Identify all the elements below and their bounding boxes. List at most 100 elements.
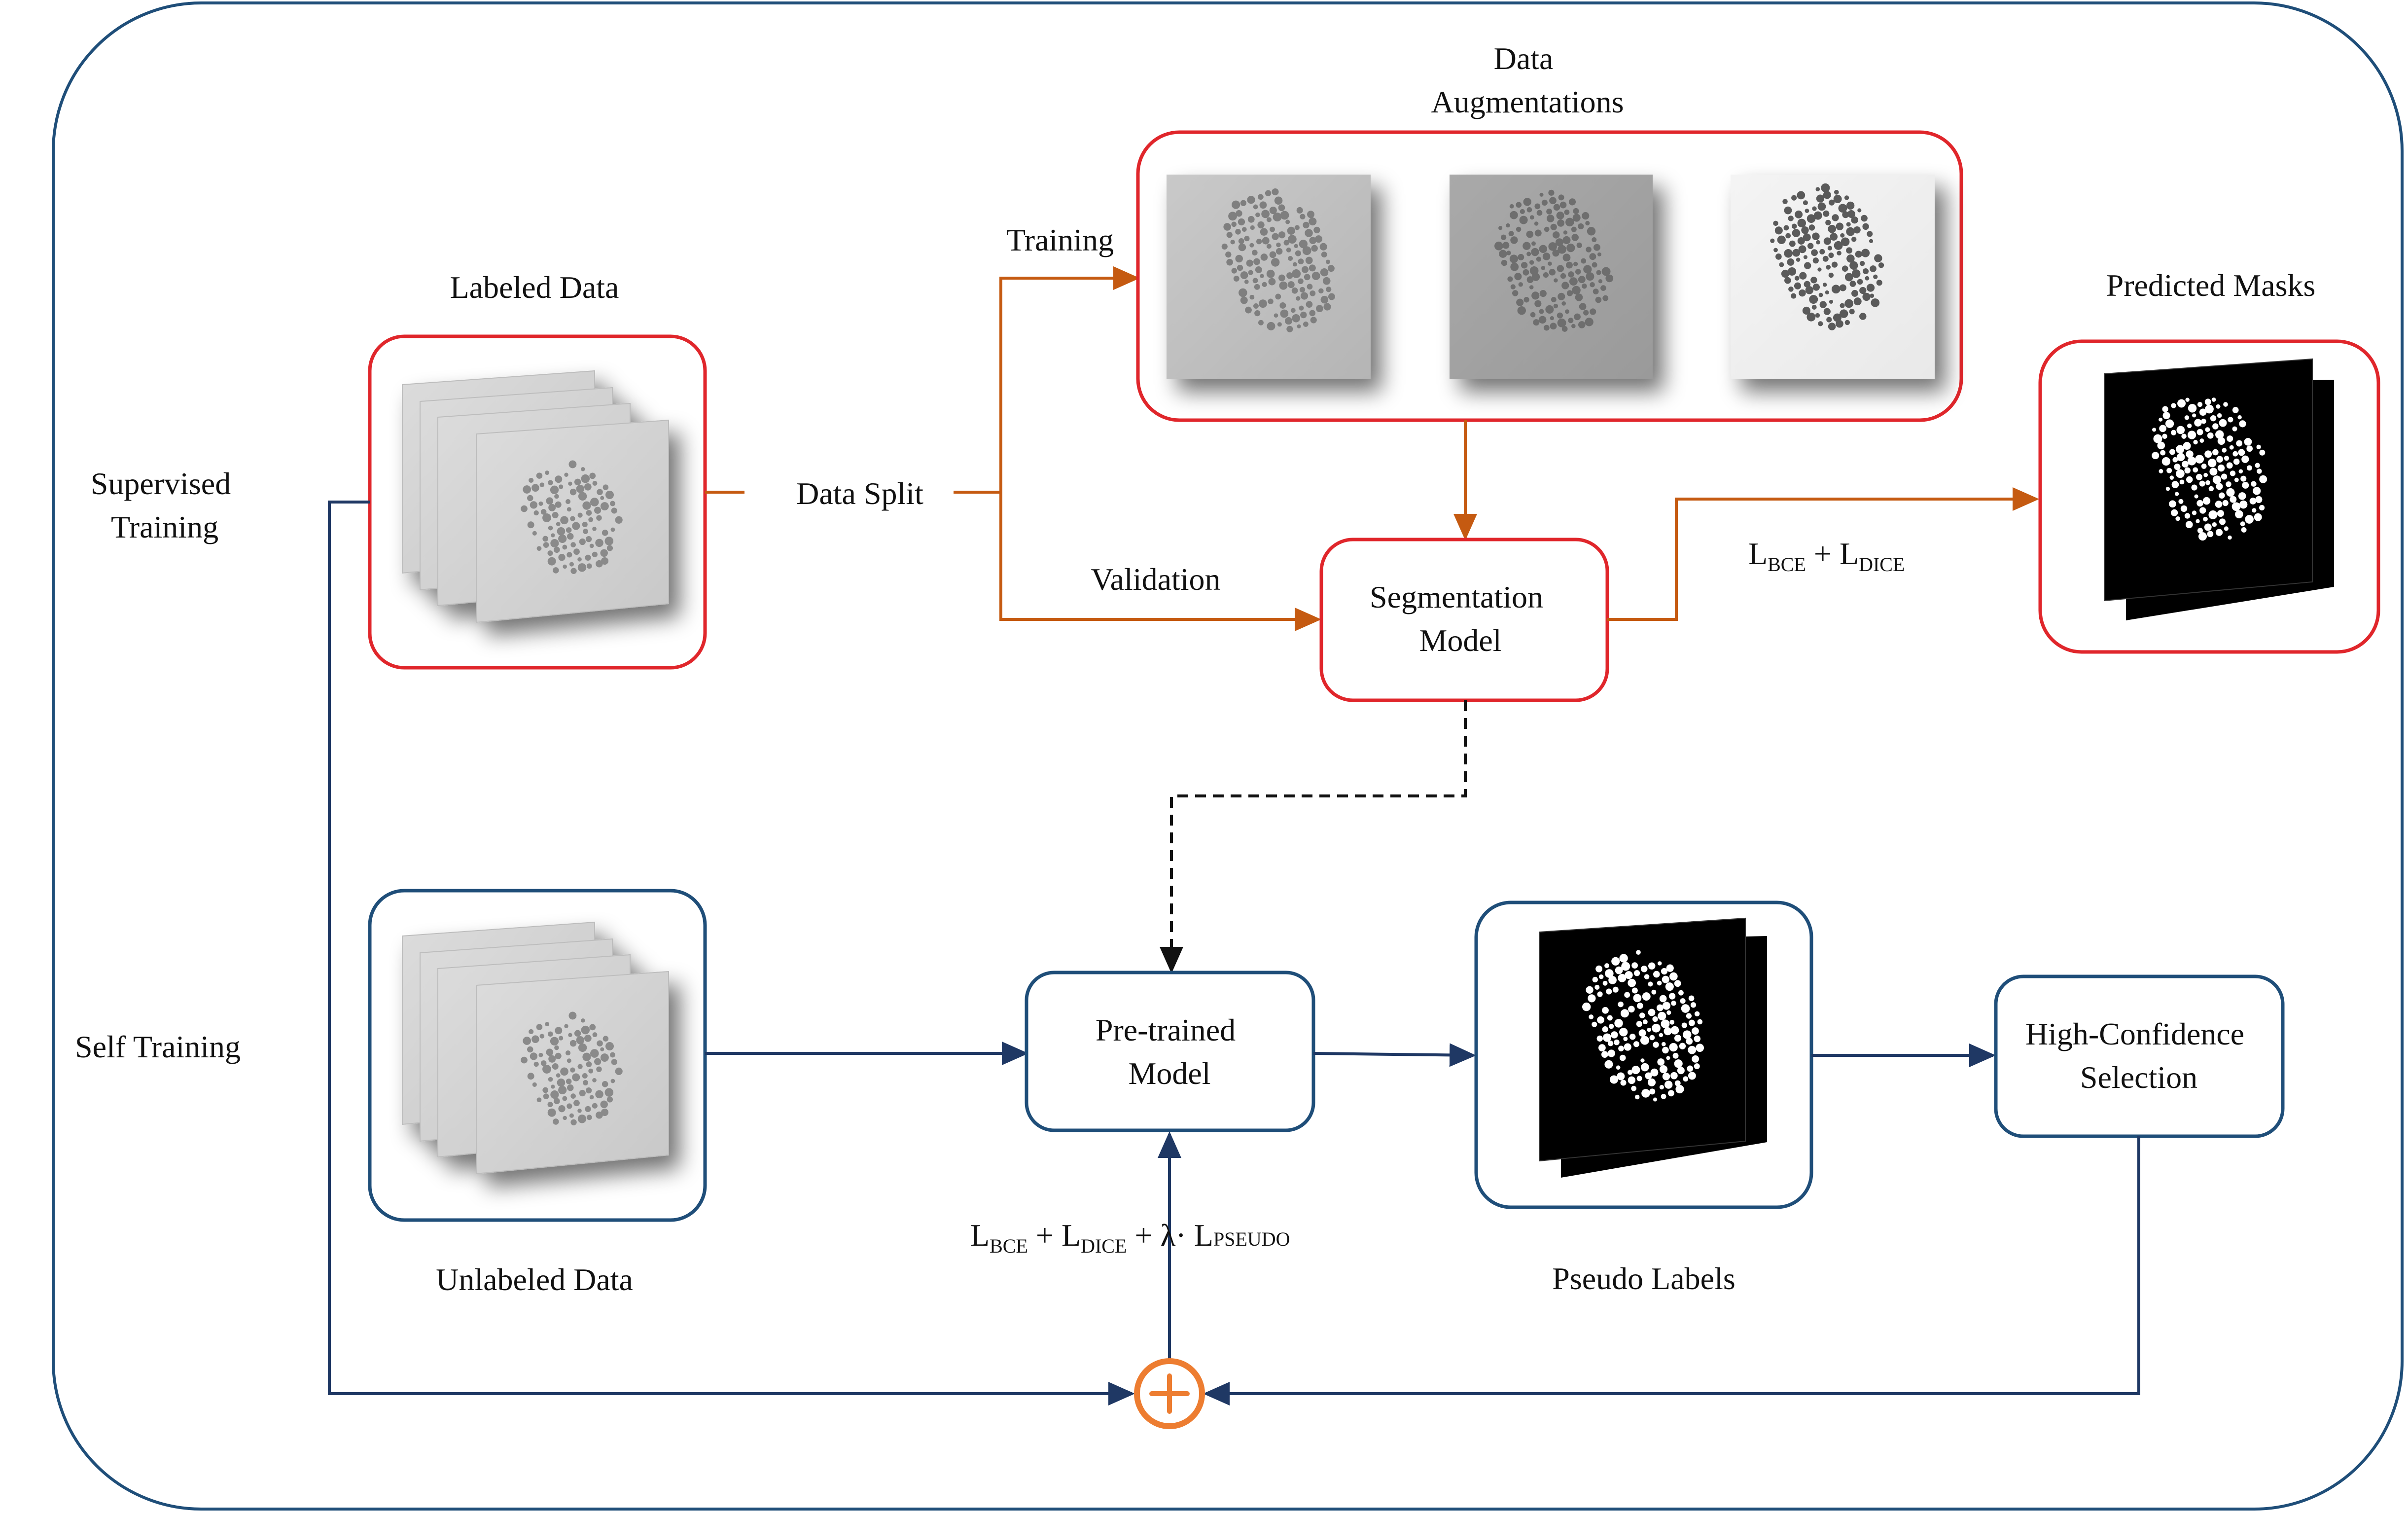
particle-dot [2176, 469, 2185, 478]
particle-dot [1288, 255, 1293, 261]
particle-dot [1244, 279, 1249, 284]
particle-dot [600, 1053, 609, 1062]
particle-dot [536, 1097, 542, 1103]
particle-dot [1652, 1023, 1661, 1033]
particle-dot [1869, 239, 1874, 243]
particle-dot [1692, 1055, 1700, 1063]
particle-dot [2171, 403, 2176, 408]
particle-dot [1565, 309, 1570, 314]
particle-dot [2259, 449, 2266, 456]
particle-dot [572, 1073, 580, 1081]
particle-dot [1544, 226, 1550, 232]
particle-dot [562, 544, 567, 550]
particle-dot [1594, 984, 1600, 990]
particle-dot [1857, 208, 1862, 213]
particle-dot [2171, 509, 2178, 516]
particle-dot [1256, 239, 1262, 245]
particle-dot [1842, 211, 1849, 218]
particle-dot [615, 1067, 623, 1075]
particle-dot [2217, 510, 2224, 517]
particle-dot [2228, 535, 2232, 540]
particle-dot [1262, 282, 1267, 287]
particle-dot [1816, 194, 1825, 203]
particle-dot [584, 483, 592, 491]
particle-dot [1305, 256, 1313, 264]
particle-dot [2185, 521, 2193, 529]
particle-dot [1829, 299, 1834, 304]
particle-dot [602, 484, 609, 490]
particle-dot [2176, 445, 2185, 454]
particle-dot [1302, 246, 1311, 255]
particle-dot [560, 516, 568, 525]
particle-dot [1596, 270, 1601, 275]
particle-dot [1821, 183, 1830, 192]
particle-dot [1300, 311, 1307, 319]
particle-dot [1833, 313, 1841, 322]
particle-dot [1575, 269, 1581, 275]
particle-dot [594, 1058, 602, 1065]
particle-dot [1657, 961, 1662, 966]
particle-dot [1582, 1002, 1591, 1011]
particle-dot [1628, 1076, 1636, 1084]
particle-dot [1589, 1014, 1594, 1019]
particle-dot [1600, 285, 1606, 291]
particle-dot [601, 557, 609, 565]
particle-dot [1539, 309, 1544, 314]
particle-dot [1564, 209, 1570, 215]
particle-dot [1554, 278, 1558, 283]
particle-dot [558, 1105, 566, 1113]
particle-dot [1637, 1003, 1643, 1009]
high-confidence-box [1994, 974, 2285, 1138]
particle-dot [1510, 284, 1516, 289]
particle-dot [1674, 1059, 1683, 1068]
particle-dot [1668, 1090, 1674, 1097]
particle-dot [2199, 408, 2207, 416]
particle-dot [2179, 479, 2185, 485]
particle-dot [567, 1084, 574, 1091]
particle-dot [1267, 322, 1275, 330]
particle-dot [1253, 204, 1258, 210]
particle-dot [2201, 418, 2206, 424]
particle-dot [2183, 442, 2191, 450]
particle-dot [1519, 216, 1528, 224]
particle-dot [1557, 265, 1564, 272]
particle-dot [1586, 247, 1592, 252]
particle-dot [1659, 1065, 1668, 1074]
particle-dot [1686, 1038, 1693, 1045]
particle-dot [1306, 301, 1313, 308]
particle-dot [1517, 306, 1526, 315]
particle-dot [573, 1100, 580, 1107]
particle-dot [2187, 457, 2196, 466]
augmented-image-original [1167, 175, 1371, 379]
particle-dot [1642, 1019, 1648, 1025]
particle-dot [2216, 483, 2223, 490]
particle-dot [1849, 309, 1855, 315]
particle-dot [548, 525, 553, 531]
particle-dot [1578, 223, 1584, 230]
particle-dot [570, 568, 577, 574]
particle-dot [1566, 243, 1575, 252]
particle-dot [540, 1060, 547, 1066]
particle-dot [1509, 204, 1514, 209]
particle-dot [1300, 292, 1309, 300]
particle-dot [536, 1024, 543, 1030]
particle-dot [1614, 1019, 1623, 1028]
particle-dot [1273, 213, 1282, 221]
particle-dot [1245, 306, 1252, 314]
particle-dot [1867, 231, 1873, 237]
particle-dot [1859, 287, 1867, 294]
particle-dot [1847, 210, 1855, 218]
particle-dot [1298, 278, 1304, 285]
particle-dot [1604, 963, 1609, 969]
particle-dot [2188, 404, 2197, 413]
particle-dot [1597, 252, 1601, 256]
particle-dot [555, 1052, 562, 1059]
particle-dot [550, 1090, 559, 1099]
particle-dot [590, 498, 599, 506]
particle-dot [589, 1024, 596, 1031]
particle-dot [1307, 284, 1313, 290]
particle-dot [529, 477, 534, 483]
particle-dot [1609, 1075, 1618, 1084]
particle-dot [1631, 1085, 1637, 1091]
particle-dot [1596, 1035, 1603, 1042]
